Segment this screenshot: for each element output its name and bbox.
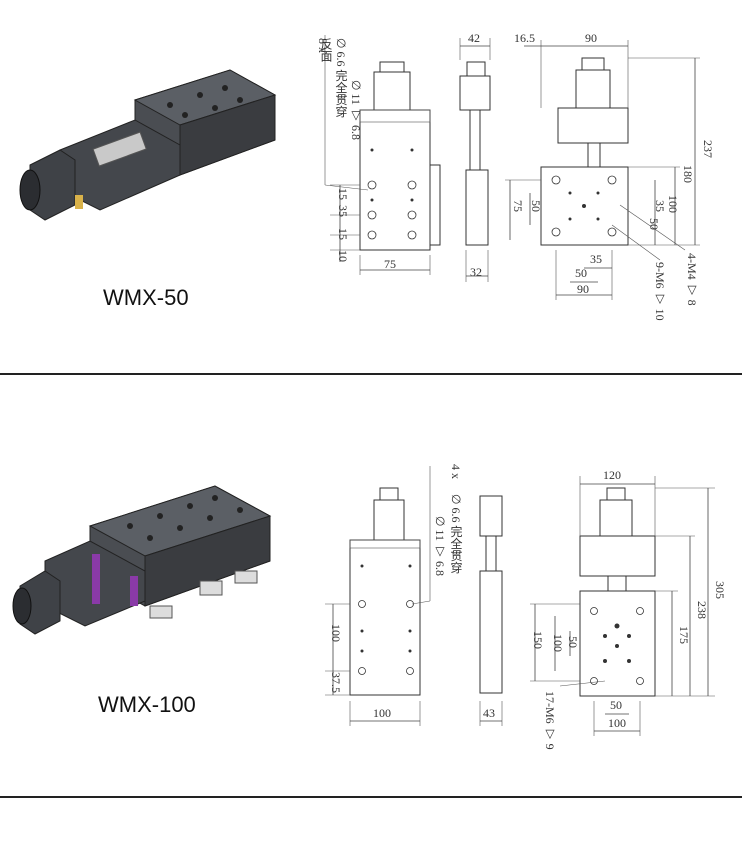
thread-note: 9-M6 ▽ 10 <box>653 262 667 321</box>
dim-label: 238 <box>695 601 709 619</box>
dim-label: 50 <box>566 636 580 648</box>
wmx100-3d-render <box>12 485 272 635</box>
model-label: WMX-100 <box>98 692 196 717</box>
dim-label: 35 <box>590 252 602 266</box>
dim-label: 305 <box>713 581 727 599</box>
dim-label: 100 <box>329 624 343 642</box>
wmx50-top-view <box>505 40 700 300</box>
dim-label: 237 <box>701 140 715 158</box>
hole-spec-note: ∅ 6.6 完全贯穿 <box>448 494 465 573</box>
hole-spec-note: ∅ 11 ▽ 6.8 <box>432 516 447 576</box>
wmx50-side-view <box>459 38 491 282</box>
dim-label: 100 <box>608 716 626 730</box>
thread-note: 17-M6 ▽ 9 <box>543 691 557 750</box>
wmx50-3d-render <box>19 69 277 221</box>
model-label: WMX-50 <box>103 285 189 310</box>
hole-spec-note: ∅ 6.6 完全贯穿 <box>333 38 350 117</box>
dim-label: 75 <box>511 200 525 212</box>
thread-note: 4-M4 ▽ 8 <box>685 253 699 306</box>
wmx100-top-view <box>530 476 715 736</box>
dim-label: 35 <box>653 200 667 212</box>
dim-label: 15 <box>336 188 350 200</box>
hole-spec-note: ∅ 11 ▽ 6.8 <box>348 80 363 140</box>
product-section-wmx50: WMX-50 8 x 反面 ∅ 6.6 完全贯穿 ∅ 11 ▽ 6.8 15 3… <box>0 0 750 375</box>
dim-label: 35 <box>336 205 350 217</box>
product-section-wmx100: WMX-100 4 x ∅ 6.6 完全贯穿 ∅ 11 ▽ 6.8 100 37… <box>0 376 750 796</box>
note-line: ∅ 6.6 完全贯穿 <box>334 38 348 118</box>
dim-label: 100 <box>666 195 680 213</box>
note-line: 反面 <box>319 38 333 62</box>
dim-label: 175 <box>677 626 691 644</box>
section-divider <box>0 796 742 798</box>
note-line: 8 x <box>316 38 330 53</box>
dim-label: 50 <box>610 698 622 712</box>
dim-label: 37.5 <box>329 672 343 693</box>
note-line: ∅ 11 ▽ 6.8 <box>349 80 363 141</box>
wmx50-drawing <box>19 35 700 300</box>
wmx100-drawing <box>12 466 715 736</box>
hole-spec-note: 反面 <box>315 38 335 62</box>
dim-label: 32 <box>470 265 482 279</box>
note-line: 4 x <box>449 464 463 479</box>
wmx50-front-view <box>324 35 441 275</box>
dim-label: 90 <box>585 31 597 45</box>
dim-label: 180 <box>681 165 695 183</box>
dim-label: 43 <box>483 706 495 720</box>
note-line: ∅ 11 ▽ 6.8 <box>433 516 447 577</box>
dim-label: 100 <box>373 706 391 720</box>
dim-label: 90 <box>577 282 589 296</box>
wmx100-side-view <box>479 495 503 726</box>
note-line: ∅ 6.6 完全贯穿 <box>449 494 463 574</box>
dim-label: 150 <box>531 631 545 649</box>
dim-label: 50 <box>529 200 543 212</box>
hole-spec-note: 8 x <box>310 38 330 53</box>
dim-label: 100 <box>551 634 565 652</box>
dim-label: 120 <box>603 468 621 482</box>
dim-label: 50 <box>575 266 587 280</box>
dim-label: 10 <box>336 250 350 262</box>
hole-spec-note: 4 x <box>448 464 463 479</box>
wmx100-front-view <box>325 466 431 726</box>
dim-label: 75 <box>384 257 396 271</box>
dim-label: 16.5 <box>514 31 535 45</box>
dim-label: 15 <box>336 228 350 240</box>
dim-label: 42 <box>468 31 480 45</box>
section-divider <box>0 373 742 375</box>
dim-label: 50 <box>647 218 661 230</box>
